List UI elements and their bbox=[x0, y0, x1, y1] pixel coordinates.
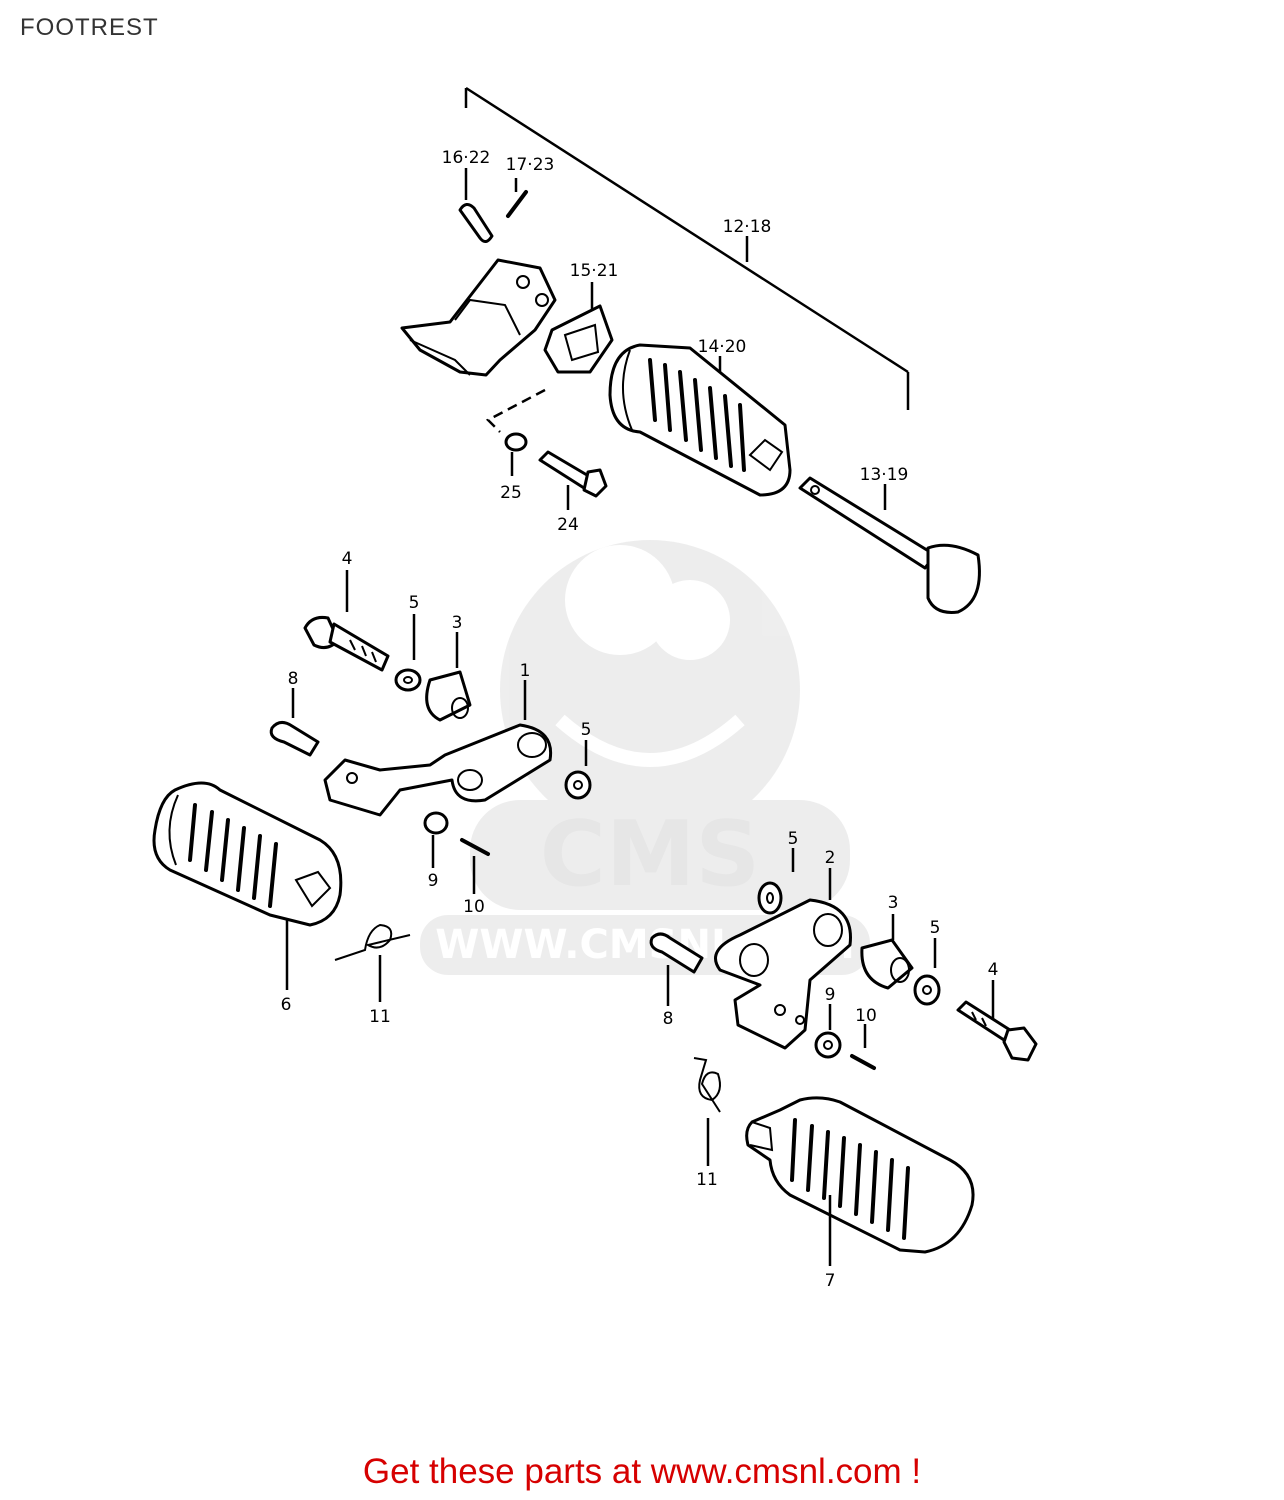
callout-14-20: 14·20 bbox=[698, 337, 747, 357]
bolt-4-left bbox=[303, 570, 390, 672]
callout-labels: 16·22 17·23 12·18 15·21 14·20 13·19 25 2… bbox=[281, 148, 999, 1291]
washer-5-right-top bbox=[757, 848, 795, 915]
spring-11-left bbox=[334, 923, 411, 1002]
callout-16-22: 16·22 bbox=[442, 148, 491, 168]
pin-8-right bbox=[649, 932, 704, 1006]
callout-17-23: 17·23 bbox=[506, 155, 555, 175]
callout-24: 24 bbox=[557, 515, 579, 535]
footrest-bracket-2 bbox=[714, 868, 852, 1050]
watermark-brand: CMS bbox=[540, 802, 760, 907]
clip-17-23 bbox=[506, 178, 528, 218]
callout-5-left-bottom: 5 bbox=[581, 720, 592, 740]
callout-2: 2 bbox=[825, 848, 836, 868]
washer-9-right bbox=[814, 1004, 842, 1059]
callout-15-21: 15·21 bbox=[570, 261, 619, 281]
callout-5-right-bottom: 5 bbox=[930, 918, 941, 938]
callout-25: 25 bbox=[500, 483, 522, 503]
callout-9-right: 9 bbox=[825, 985, 836, 1005]
callout-8-left: 8 bbox=[288, 669, 299, 689]
callout-5-right-top: 5 bbox=[788, 829, 799, 849]
footrest-rubber-14-20 bbox=[608, 343, 792, 497]
callout-1: 1 bbox=[520, 661, 531, 681]
footrest-bracket-1 bbox=[323, 680, 553, 817]
callout-12-18: 12·18 bbox=[723, 217, 772, 237]
bolt-24 bbox=[538, 450, 608, 510]
callout-9-left: 9 bbox=[428, 871, 439, 891]
callout-11-left: 11 bbox=[369, 1007, 391, 1027]
collar-3-right bbox=[860, 914, 914, 990]
callout-10-left: 10 bbox=[463, 897, 485, 917]
callout-10-right: 10 bbox=[855, 1006, 877, 1026]
collar-3-left bbox=[425, 632, 472, 722]
footrest-rubber-6 bbox=[152, 781, 343, 990]
washer-5-left-bottom bbox=[564, 740, 592, 800]
washer-25 bbox=[504, 432, 528, 476]
callout-7: 7 bbox=[825, 1271, 836, 1291]
plate-15-21 bbox=[543, 282, 614, 374]
callout-3-right: 3 bbox=[888, 893, 899, 913]
bolt-4-right bbox=[956, 980, 1038, 1062]
cotter-pin-10-left bbox=[460, 838, 490, 894]
cotter-pin-10-right bbox=[850, 1024, 876, 1070]
washer-5-left-top bbox=[394, 614, 422, 692]
footpeg-shaft-13-19 bbox=[798, 476, 981, 614]
page-title: FOOTREST bbox=[20, 14, 159, 41]
pin-16-22 bbox=[458, 168, 494, 243]
washer-5-right-bottom bbox=[913, 938, 941, 1006]
washer-9-left bbox=[423, 811, 449, 868]
callout-4-right: 4 bbox=[988, 960, 999, 980]
callout-5-left-top: 5 bbox=[409, 593, 420, 613]
callout-8-right: 8 bbox=[663, 1009, 674, 1029]
footrest-rubber-7 bbox=[745, 1096, 975, 1266]
rear-footrest-bracket bbox=[400, 258, 557, 377]
callout-3-left: 3 bbox=[452, 613, 463, 633]
spring-11-right bbox=[693, 1057, 721, 1166]
pin-8-left bbox=[269, 688, 320, 757]
promo-link[interactable]: Get these parts at www.cmsnl.com ! bbox=[362, 1452, 922, 1491]
callout-11-right: 11 bbox=[696, 1170, 718, 1190]
callout-6: 6 bbox=[281, 995, 292, 1015]
assembly-bracket-12-18 bbox=[464, 86, 910, 410]
callout-13-19: 13·19 bbox=[860, 465, 909, 485]
callout-4-left: 4 bbox=[342, 549, 353, 569]
